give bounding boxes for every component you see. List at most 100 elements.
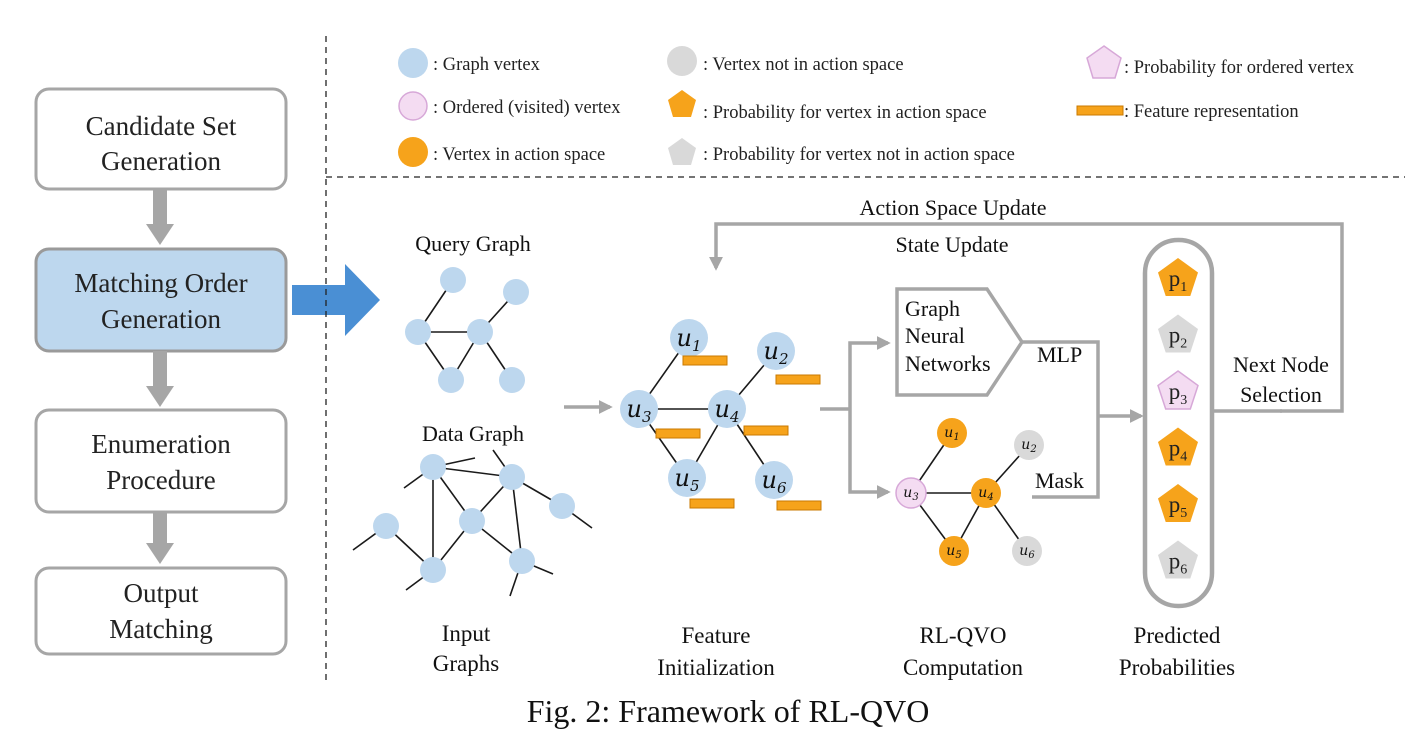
legend-action-vertex-label: : Vertex in action space <box>433 145 605 165</box>
legend-action-vertex-icon <box>398 137 428 167</box>
pipeline-step-matching-order: Matching Order Generation <box>34 247 288 353</box>
feature-init-graph: u1 u2 u3 u4 u5 u6 <box>620 319 822 511</box>
pipeline-arrow-2-shaft <box>153 351 167 389</box>
probability-pentagon-6 <box>1158 540 1198 579</box>
feature-vertex-u4 <box>708 390 746 428</box>
output-box <box>34 566 288 656</box>
pipeline-step-candidate-set: Candidate Set Generation <box>34 87 288 191</box>
feature-vertex-u1-label: u1 <box>676 324 701 355</box>
rlqvo-vertex-u4-label: u4 <box>978 485 993 503</box>
legend-ordered-prob-pentagon-icon <box>1086 45 1122 79</box>
branch-to-gnn <box>848 336 891 409</box>
query-vertex <box>440 267 466 293</box>
probability-pentagon-4 <box>1158 427 1198 466</box>
output-label-line2: Matching <box>109 614 212 644</box>
input-graphs-label-line2: Graphs <box>433 651 499 676</box>
candidate-set-label-line2: Generation <box>101 146 221 176</box>
next-node-label-line2: Selection <box>1240 382 1322 407</box>
legend-graph-vertex-label: : Graph vertex <box>433 55 541 75</box>
legend-action-prob-label: : Probability for vertex in action space <box>703 103 987 123</box>
pipeline-arrow-2 <box>146 351 174 407</box>
rlqvo-label-line1: RL-QVO <box>920 623 1007 648</box>
query-graph: Query Graph <box>405 231 531 393</box>
mask-connector <box>1032 416 1100 499</box>
rlqvo-vertex-u5 <box>939 536 969 566</box>
mlp-connector <box>1022 340 1100 416</box>
feature-vertex-u6-label: u6 <box>761 466 786 497</box>
branch-to-mask <box>848 409 891 499</box>
probability-pentagon-3 <box>1157 370 1199 410</box>
feature-init-label-line2: Initialization <box>657 655 775 680</box>
feature-bar-u3 <box>655 428 701 439</box>
query-vertex <box>467 319 493 345</box>
query-vertex <box>503 279 529 305</box>
feature-vertex-u3 <box>620 390 658 428</box>
predicted-probs-label-line2: Probabilities <box>1119 655 1235 680</box>
probability-pentagon-5 <box>1158 484 1198 522</box>
probability-label-5: p5 <box>1169 492 1188 521</box>
candidate-set-label-line1: Candidate Set <box>86 111 237 141</box>
legend-ordered-vertex-icon <box>398 91 428 121</box>
feature-vertex-u5 <box>668 459 706 497</box>
probability-label-4: p4 <box>1169 436 1188 465</box>
data-edge <box>432 466 513 478</box>
pipeline-arrow-1-shaft <box>153 189 167 227</box>
probability-pentagon-1 <box>1158 258 1198 296</box>
matching-order-label-line2: Generation <box>101 304 221 334</box>
feature-vertex-u5-label: u5 <box>674 464 699 495</box>
rlqvo-vertex-u6-label: u6 <box>1019 543 1035 561</box>
probability-pentagon-2 <box>1158 314 1198 353</box>
data-graph-title: Data Graph <box>422 421 524 446</box>
data-graph: Data Graph <box>352 421 593 597</box>
feature-vertex-u3-label: u3 <box>626 395 651 426</box>
gnn-block: Graph Neural Networks <box>895 287 1025 397</box>
query-vertex <box>499 367 525 393</box>
feature-vertex-u4-label: u4 <box>714 395 739 426</box>
matching-order-label-line1: Matching Order <box>74 268 247 298</box>
feature-vertex-u1 <box>670 319 708 357</box>
figure-caption: Fig. 2: Framework of RL-QVO <box>527 693 930 729</box>
enumeration-box <box>34 408 288 514</box>
data-vertex <box>420 454 446 480</box>
branch-connector <box>820 336 891 499</box>
enumeration-label-line2: Procedure <box>106 465 215 495</box>
feature-vertex-u2-label: u2 <box>763 337 788 368</box>
rlqvo-graph: u1 u2 u3 u4 u5 u6 <box>895 418 1044 566</box>
probability-label-3: p3 <box>1169 379 1188 408</box>
feature-bar-u4 <box>743 425 789 436</box>
zoom-arrow-icon <box>292 264 380 336</box>
rlqvo-vertex-u3 <box>895 477 927 509</box>
query-vertex <box>438 367 464 393</box>
data-edge <box>511 476 523 562</box>
feedback-loop: Action Space Update State Update <box>709 195 1344 413</box>
pipeline-arrow-1-head <box>146 224 174 245</box>
gnn-label-line2: Neural <box>905 323 965 348</box>
legend-nonaction-prob-label: : Probability for vertex not in action s… <box>703 145 1015 165</box>
state-update-label: State Update <box>895 232 1008 257</box>
rlqvo-vertex-u5-label: u5 <box>946 543 961 561</box>
pipeline: Candidate Set Generation Matching Order … <box>34 87 288 656</box>
data-vertex <box>420 557 446 583</box>
probability-label-6: p6 <box>1169 549 1188 578</box>
feature-vertex-u2 <box>757 332 795 370</box>
probability-label-2: p2 <box>1169 323 1188 352</box>
feature-vertex-u6 <box>755 461 793 499</box>
legend-action-prob-pentagon-icon <box>668 90 696 117</box>
rlqvo-vertex-u4 <box>971 478 1001 508</box>
pipeline-arrow-3-head <box>146 543 174 564</box>
legend: : Graph vertex : Ordered (visited) verte… <box>398 45 1355 167</box>
gnn-pentagon <box>895 287 1025 397</box>
rlqvo-label-line2: Computation <box>903 655 1024 680</box>
data-vertex <box>499 464 525 490</box>
pipeline-arrow-1 <box>146 189 174 245</box>
legend-ordered-vertex-label: : Ordered (visited) vertex <box>433 98 621 118</box>
rlqvo-vertex-u6 <box>1012 536 1042 566</box>
legend-feature-label: : Feature representation <box>1124 102 1299 122</box>
pipeline-step-output: Output Matching <box>34 566 288 656</box>
mlp-label: MLP <box>1037 342 1082 367</box>
data-vertex <box>549 493 575 519</box>
pipeline-step-enumeration: Enumeration Procedure <box>34 408 288 514</box>
legend-nonaction-vertex-icon <box>667 46 697 76</box>
